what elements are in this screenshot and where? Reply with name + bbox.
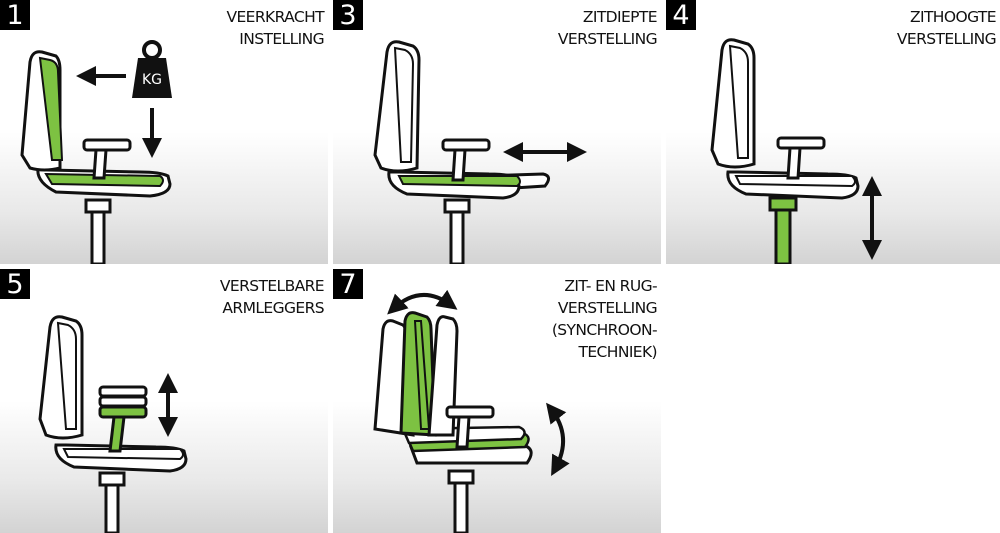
step-number: 5 [0, 269, 30, 300]
title-line: VERSTELBARE [219, 277, 325, 295]
curved-arrow-side-icon [546, 402, 570, 476]
chair-illustration-height [710, 38, 882, 264]
panel-title: ZITDIEPTE VERSTELLING [557, 6, 658, 50]
title-line: (SYNCHROON- [551, 321, 658, 339]
title-line: ZITHOOGTE [909, 8, 997, 26]
panel-title: ZIT- EN RUG- VERSTELLING (SYNCHROON- TEC… [551, 275, 658, 363]
title-line: ARMLEGGERS [222, 299, 324, 317]
panel-seat-depth: 3 ZITDIEPTE VERSTELLING [333, 0, 661, 264]
panel-title: ZITHOOGTE VERSTELLING [896, 6, 997, 50]
title-line: ZITDIEPTE [582, 8, 658, 26]
title-line: VERSTELLING [896, 30, 997, 48]
title-line: VEERKRACHT [226, 8, 324, 26]
panel-seat-tension: KG 1 VEERKRACHT INSTELLING [0, 0, 328, 264]
curved-arrow-top-icon [387, 289, 458, 315]
title-line: VERSTELLING [557, 30, 658, 48]
chair-illustration-depth [373, 40, 587, 264]
step-number: 3 [333, 0, 363, 31]
panel-seat-height: 4 ZITHOOGTE VERSTELLING [666, 0, 1000, 264]
title-line: TECHNIEK) [578, 343, 657, 361]
weight-icon: KG [132, 40, 172, 98]
panel-synchro-mechanism: 7 ZIT- EN RUG- VERSTELLING (SYNCHROON- T… [333, 269, 661, 533]
chair-illustration-synchro [373, 289, 570, 533]
chair-illustration-armrests [38, 315, 188, 533]
title-line: VERSTELLING [557, 299, 658, 317]
title-line: INSTELLING [239, 30, 324, 48]
chair-illustration-tension: KG [20, 40, 172, 264]
step-number: 7 [333, 269, 363, 300]
weight-label: KG [142, 72, 162, 88]
step-number: 4 [666, 0, 696, 31]
panel-title: VERSTELBARE ARMLEGGERS [219, 275, 325, 319]
step-number: 1 [0, 0, 30, 31]
panel-title: VEERKRACHT INSTELLING [226, 6, 324, 50]
panel-armrests: 5 VERSTELBARE ARMLEGGERS [0, 269, 328, 533]
title-line: ZIT- EN RUG- [564, 277, 657, 295]
